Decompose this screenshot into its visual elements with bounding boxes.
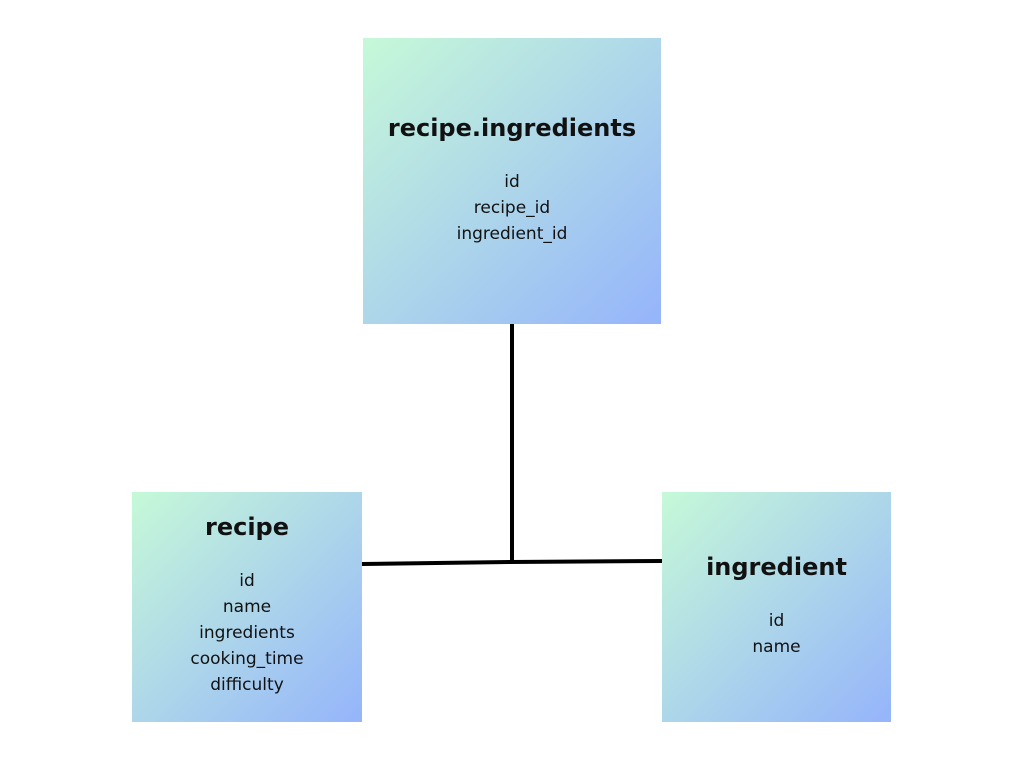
field-item: recipe_id [473,198,551,218]
field-item: ingredient_id [456,224,568,244]
ingredient-entity-box-fill [662,492,891,722]
field-item: id [504,172,520,192]
entity-title: recipe.ingredients [387,114,637,142]
field-item: id [768,611,785,631]
connector-to-ingredient [509,559,663,564]
entity-recipe-ingredients: recipe.ingredients id recipe_id ingredie… [363,38,661,324]
entity-title: recipe [204,513,290,541]
field-list: id name [662,608,891,660]
field-item: name [222,597,272,617]
join-entity-box-fill [363,38,661,324]
field-item: id [239,571,255,591]
field-list: id name ingredients cooking_time difficu… [132,568,362,698]
field-item: name [752,637,801,657]
entity-title: ingredient [706,553,847,581]
field-item: difficulty [210,675,284,695]
entity-ingredient: ingredient id name [662,492,891,722]
connector-to-recipe [361,560,513,566]
field-item: ingredients [199,623,295,643]
entity-recipe: recipe id name ingredients cooking_time … [132,492,362,722]
field-item: cooking_time [190,649,304,669]
field-list: id recipe_id ingredient_id [363,169,661,247]
recipe-entity-box-fill [132,492,362,722]
